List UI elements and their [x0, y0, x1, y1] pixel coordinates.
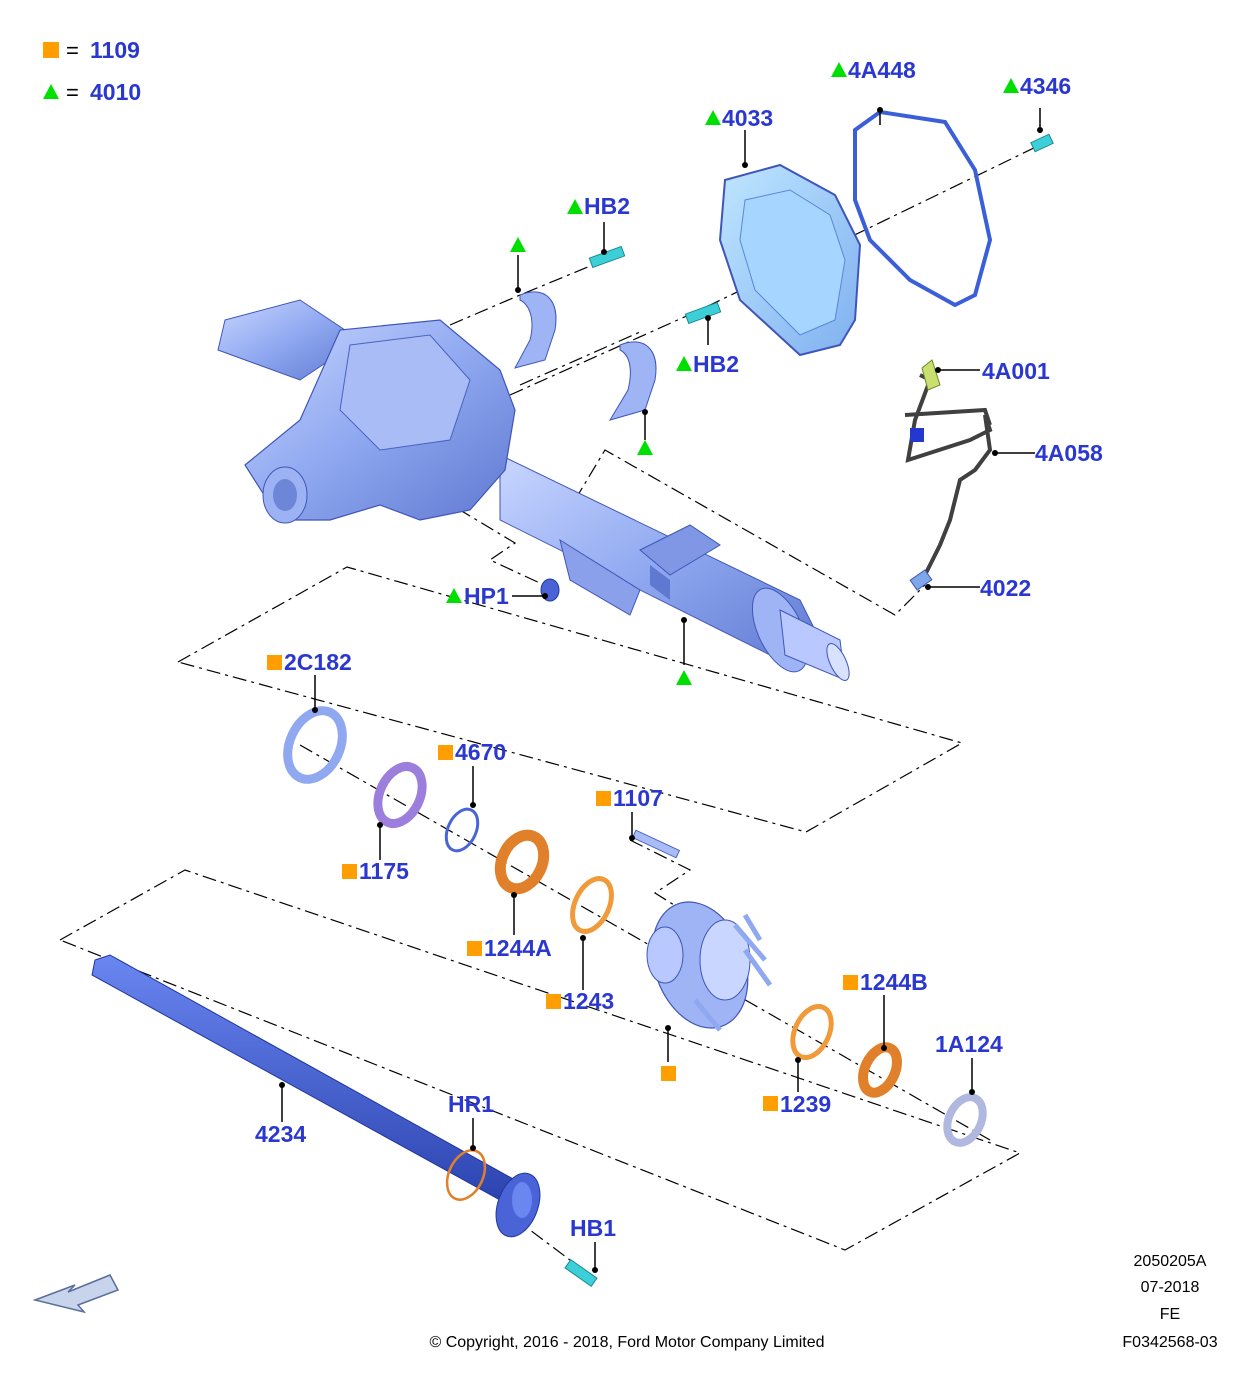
drawing-region: FE [1160, 1306, 1180, 1323]
stud-1107 [631, 829, 681, 859]
green-triangle-icon [637, 440, 653, 455]
green-triangle-icon [510, 237, 526, 252]
callout-1a124: 1A124 [935, 1031, 1003, 1057]
legend-triangle-text: 4010 [90, 79, 141, 105]
orange-square-icon [843, 975, 858, 990]
seal-1175 [373, 762, 427, 828]
ring-2c182 [283, 706, 347, 784]
leader-lines [279, 107, 1043, 1273]
cup-1243 [570, 876, 614, 934]
orange-square-icon [342, 864, 357, 879]
legend: = 1109 = 4010 [43, 37, 141, 105]
legend-square-text: 1109 [90, 37, 140, 63]
o-ring-hr1 [445, 1149, 487, 1201]
bearing-1244b [858, 1042, 902, 1098]
callout-hr1: HR1 [448, 1091, 494, 1117]
bearing-cap-upper [514, 291, 557, 369]
orange-square-icon [763, 1096, 778, 1111]
callout-hp1: HP1 [464, 583, 509, 609]
cup-1239 [790, 1003, 834, 1061]
bearing-cap-lower [608, 341, 657, 421]
callout-1243: 1243 [563, 988, 614, 1014]
green-triangle-icon [446, 588, 462, 603]
callout-1244b: 1244B [860, 969, 928, 995]
callout-1239: 1239 [780, 1091, 831, 1117]
legend-equals: = [66, 80, 79, 105]
copyright-text: © Copyright, 2016 - 2018, Ford Motor Com… [429, 1334, 824, 1351]
callout-4033: 4033 [722, 105, 773, 131]
bolt-hb2-upper [588, 245, 626, 269]
bearing-1244a [494, 829, 550, 895]
callout-labels: 4A448 4346 4033 HB2 HB2 4A001 4A058 4022… [255, 57, 1103, 1241]
sensor-harness [904, 359, 993, 591]
bolt-hb1 [564, 1259, 598, 1287]
bolt-4346 [1030, 133, 1054, 153]
drawing-info: 2050205A 07-2018 FE F0342568-03 © Copyri… [429, 1253, 1217, 1351]
legend-equals: = [66, 38, 79, 63]
green-triangle-icon [831, 62, 847, 77]
green-triangle-icon [705, 110, 721, 125]
axle-housing [217, 299, 850, 681]
orange-square-icon [438, 745, 453, 760]
callout-4234: 4234 [255, 1121, 306, 1147]
markers [267, 62, 1019, 1111]
callout-1244a: 1244A [484, 935, 552, 961]
orange-square-icon [467, 941, 482, 956]
callout-hb2-upper: HB2 [584, 193, 630, 219]
callout-hb2-lower: HB2 [693, 351, 739, 377]
callout-1107: 1107 [613, 785, 663, 811]
differential-cover [718, 163, 862, 357]
callout-4022: 4022 [980, 575, 1031, 601]
seal-1a124 [943, 1093, 987, 1147]
green-triangle-icon [676, 356, 692, 371]
direction-arrow-icon [32, 1274, 120, 1314]
green-triangle-icon [676, 670, 692, 685]
callout-4a448: 4A448 [848, 57, 916, 83]
drawing-date: 07-2018 [1141, 1279, 1200, 1296]
green-triangle-icon [43, 84, 59, 99]
orange-square-icon [43, 42, 59, 58]
bolt-hb2-lower [684, 301, 722, 325]
callout-4670: 4670 [455, 739, 506, 765]
drawing-code: 2050205A [1134, 1253, 1207, 1270]
orange-square-icon [546, 994, 561, 1009]
callout-1175: 1175 [359, 858, 409, 884]
orange-square-icon [267, 655, 282, 670]
cover-gasket [853, 109, 993, 308]
callout-4a001: 4A001 [982, 358, 1050, 384]
callout-4346: 4346 [1020, 73, 1071, 99]
green-triangle-icon [1003, 78, 1019, 93]
axle-shaft [91, 954, 541, 1238]
hub-assembly [646, 901, 773, 1032]
callout-2c182: 2C182 [284, 649, 352, 675]
figure-number: F0342568-03 [1122, 1334, 1217, 1351]
snap-ring-4670 [444, 807, 480, 853]
callout-4a058: 4A058 [1035, 440, 1103, 466]
orange-square-icon [596, 791, 611, 806]
orange-square-icon [661, 1066, 676, 1081]
callout-hb1: HB1 [570, 1215, 616, 1241]
green-triangle-icon [567, 199, 583, 214]
